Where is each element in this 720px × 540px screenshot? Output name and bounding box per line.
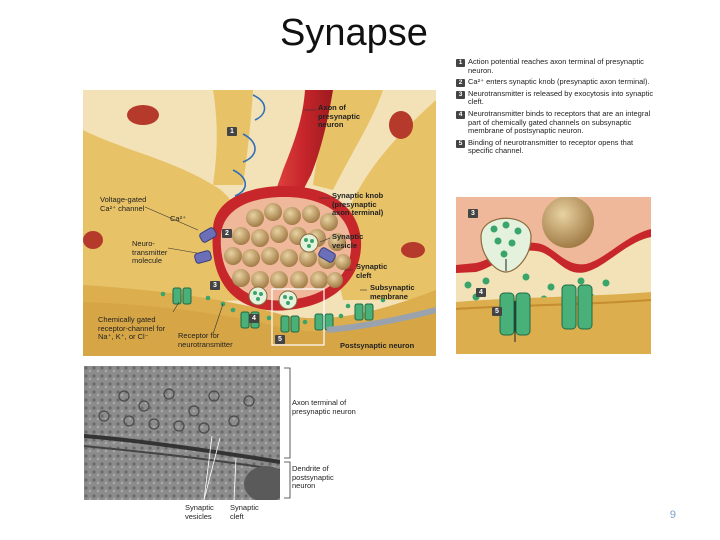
marker-4: 4 xyxy=(249,314,259,323)
label-ca: Ca²⁺ xyxy=(170,214,187,223)
label-micrograph-cleft: Synaptic cleft xyxy=(230,503,259,521)
ca-channels xyxy=(194,227,336,264)
marker-1: 1 xyxy=(227,127,237,136)
synapse-diagram xyxy=(83,90,436,356)
marker-5: 5 xyxy=(275,335,285,344)
zoom-arrow xyxy=(326,307,436,333)
neurotransmitter-molecules xyxy=(160,291,386,325)
micrograph-brackets xyxy=(284,367,291,499)
synaptic-vesicles xyxy=(224,203,351,289)
page-number: 9 xyxy=(669,509,676,521)
label-chemically-gated-channel: Chemically gated receptor-channel for Na… xyxy=(98,315,166,341)
label-voltage-gated-channel: Voltage-gated Ca²⁺ channel xyxy=(100,195,147,213)
label-receptor: Receptor for neurotransmitter xyxy=(178,331,233,349)
diagram-leader-lines xyxy=(144,109,367,335)
label-postsynaptic-neuron: Postsynaptic neuron xyxy=(340,341,415,350)
label-synaptic-cleft: Synaptic cleft xyxy=(356,262,388,280)
action-potential-arrows xyxy=(232,94,266,197)
inset-diagram xyxy=(456,197,651,354)
label-axon: Axon of presynaptic neuron xyxy=(318,103,361,129)
electron-micrograph xyxy=(84,366,280,500)
inset-highlight-box xyxy=(271,288,325,346)
inset-marker-3: 3 xyxy=(468,209,478,218)
label-neurotransmitter: Neuro- transmitter molecule xyxy=(132,239,168,265)
label-synaptic-knob: Synaptic knob (presynaptic axon terminal… xyxy=(332,191,384,217)
label-dendrite: Dendrite of postsynaptic neuron xyxy=(292,464,334,490)
label-synaptic-vesicles: Synaptic vesicles xyxy=(185,503,214,521)
inset-marker-4: 4 xyxy=(476,288,486,297)
label-synaptic-vesicle: Synaptic vesicle xyxy=(332,232,364,250)
marker-2: 2 xyxy=(222,229,232,238)
slide-title: Synapse xyxy=(280,12,428,54)
label-subsynaptic-membrane: Subsynaptic membrane xyxy=(370,283,415,301)
fusing-vesicles xyxy=(248,233,319,310)
marker-3: 3 xyxy=(210,281,220,290)
label-axon-terminal: Axon terminal of presynaptic neuron xyxy=(292,398,356,416)
inset-marker-5: 5 xyxy=(492,307,502,316)
